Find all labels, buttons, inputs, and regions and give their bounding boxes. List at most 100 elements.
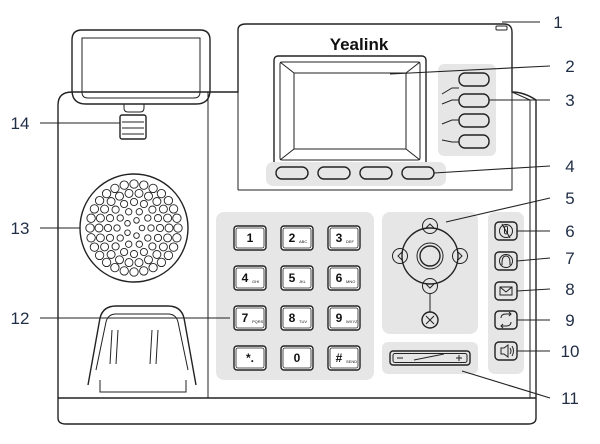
keypad-digit: 5 [289, 271, 296, 285]
callout-14: 14 [11, 114, 30, 133]
speaker-hole [124, 258, 134, 268]
speaker-hole [153, 233, 163, 242]
headset-icon [501, 255, 511, 265]
speaker-hole [138, 224, 146, 232]
speaker-hole [139, 266, 149, 276]
speaker-hole [116, 234, 124, 242]
speaker-hole [134, 258, 144, 268]
keypad-key[interactable]: 0 [280, 345, 314, 371]
navigation-cluster [382, 212, 478, 334]
lcd-screen [293, 72, 407, 150]
speaker-hole [139, 247, 148, 257]
speaker-hole [106, 197, 116, 206]
speaker-hole [106, 250, 116, 259]
volume-key[interactable] [382, 342, 478, 374]
line-key-1[interactable] [458, 72, 490, 87]
brand-logo: Yealink [330, 35, 389, 54]
keypad-letters: PQRS [252, 319, 264, 324]
speaker-hole [155, 223, 165, 233]
speaker-grille [79, 173, 189, 283]
callout-11: 11 [561, 389, 579, 408]
redial-icon [500, 311, 512, 329]
speaker-hole [139, 180, 149, 190]
callout-12: 12 [11, 309, 30, 328]
nav-down-button[interactable] [422, 278, 438, 294]
speaker-hole [164, 223, 174, 233]
speaker-hole [111, 205, 120, 214]
keypad-letters: WXYZ [346, 319, 358, 324]
hookswitch-tab[interactable] [119, 114, 147, 140]
callout-9: 9 [565, 311, 574, 330]
keypad-letters: GHI [252, 279, 259, 284]
speaker-hole [148, 242, 157, 251]
keypad-letters: MNO [346, 279, 355, 284]
speaker-hole [163, 250, 174, 261]
speaker-hole [89, 242, 100, 252]
chevron-up-icon [425, 223, 435, 229]
soft-key-3[interactable] [359, 166, 393, 180]
speaker-hole [124, 229, 131, 236]
speaker-icon [500, 344, 514, 358]
keypad-digit: 2 [289, 231, 296, 245]
speaker-hole [144, 234, 152, 242]
soft-key-1[interactable] [275, 166, 309, 180]
speaker-hole [124, 220, 131, 227]
keypad-key[interactable]: #SEND [327, 345, 361, 371]
ok-button[interactable] [419, 245, 441, 267]
speaker-hole [86, 233, 96, 243]
keypad-key[interactable]: 1 [233, 225, 267, 251]
keypad-digit: 1 [247, 231, 254, 245]
soft-key-2[interactable] [317, 166, 351, 180]
speaker-hole [115, 191, 124, 201]
keypad-key[interactable]: *. [233, 345, 267, 371]
speaker-hole [158, 204, 168, 214]
speaker-hole [100, 242, 110, 252]
phone-body [57, 23, 537, 425]
callout-7: 7 [565, 249, 574, 268]
speaker-hole [124, 188, 134, 198]
speaker-hole [156, 257, 167, 268]
nav-left-button[interactable] [392, 248, 408, 264]
nav-up-button[interactable] [422, 218, 438, 234]
callout-1: 1 [553, 13, 562, 32]
plus-icon [456, 355, 462, 361]
feature-keys [488, 212, 524, 374]
callouts: 1 2 3 4 5 6 7 8 9 10 11 12 13 14 [11, 13, 580, 408]
speaker-hole [148, 205, 157, 214]
keypad-letters: DEF [346, 239, 355, 244]
speaker-hole [110, 183, 120, 194]
speaker-hole [172, 213, 182, 223]
speaker-hole [116, 214, 124, 222]
speaker-hole [119, 266, 129, 276]
speaker-hole [95, 213, 105, 223]
speaker-hole [103, 223, 113, 233]
speaker-hole [125, 240, 133, 248]
callout-10: 10 [561, 342, 580, 361]
speaker-hole [111, 242, 120, 251]
nav-right-button[interactable] [452, 248, 468, 264]
speaker-hole [129, 197, 139, 207]
keypad-digit: 8 [289, 311, 296, 325]
speaker-hole [144, 214, 152, 222]
callout-8: 8 [565, 280, 574, 299]
speaker-hole [129, 249, 139, 259]
keypad-digit: 3 [336, 231, 343, 245]
speaker-hole [115, 255, 124, 265]
mute-microphone-icon [501, 223, 511, 239]
speaker-hole [144, 191, 153, 201]
envelope-icon [499, 286, 513, 296]
keypad-panel [216, 212, 374, 380]
speaker-hole [148, 262, 158, 273]
speaker-hole [120, 199, 129, 209]
speaker-hole [113, 224, 121, 232]
